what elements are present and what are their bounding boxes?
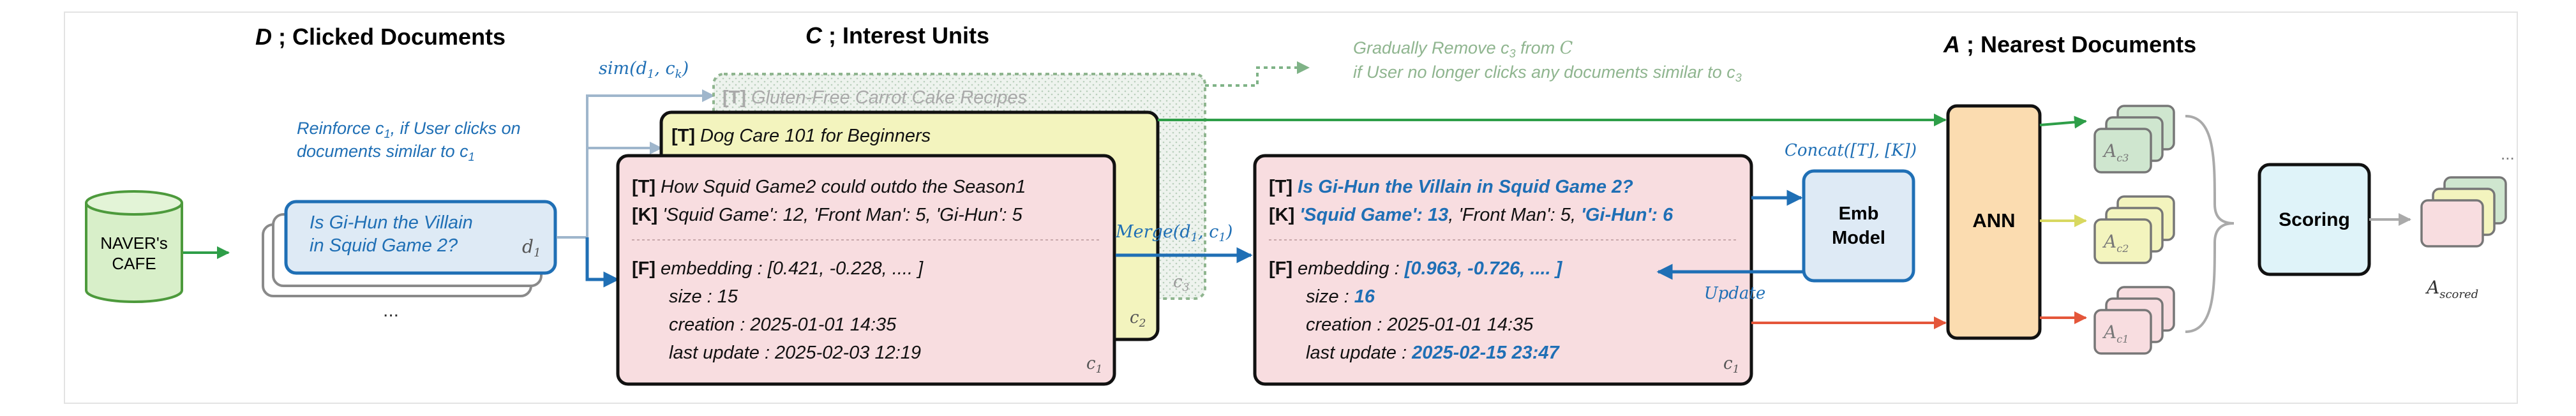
scored-label: Ascored: [2425, 277, 2478, 301]
clicked-document-stack: Is Gi-Hun the Villain in Squid Game 2? d…: [262, 200, 557, 321]
updated-title-row: [T]Is Gi-Hun the Villain in Squid Game 2…: [1269, 177, 1633, 197]
result-stack-c2: Ac2: [2093, 195, 2175, 264]
heading-interest-units: C ; Interest Units: [805, 22, 989, 48]
c1-id: c1: [1086, 354, 1102, 376]
c1-embedding-row: [F]embedding : [0.421, -0.228, .... ]: [632, 258, 924, 279]
updated-embedding-row: [F]embedding : [0.963, -0.726, .... ]: [1269, 258, 1563, 279]
svg-text:ANN: ANN: [1972, 209, 2015, 232]
svg-text:if User no longer clicks any d: if User no longer clicks any documents s…: [1353, 63, 1742, 84]
svg-text:Emb: Emb: [1839, 204, 1879, 224]
updated-id: c1: [1723, 354, 1739, 376]
c1-last-update: last update : 2025-02-03 12:19: [669, 343, 921, 363]
merge-brace: [2185, 115, 2235, 333]
scored-more-ellipsis: ...: [2501, 144, 2515, 163]
reinforce-note: Reinforce c1, if User clicks on document…: [297, 119, 521, 163]
c2-id: c2: [1130, 308, 1146, 330]
updated-keywords-row: [K]'Squid Game': 13, 'Front Man': 5, 'Gi…: [1269, 205, 1674, 225]
svg-text:[T]Dog Care 101 for Beginners: [T]Dog Care 101 for Beginners: [671, 126, 931, 146]
c1-title-row: [T]How Squid Game2 could outdo the Seaso…: [632, 177, 1026, 197]
svg-text:Gradually Remove c3 from C: Gradually Remove c3 from C: [1353, 38, 1573, 60]
c1-size: size : 15: [669, 286, 738, 307]
sim-arrow-to-c3: [557, 89, 715, 239]
sim-arrow-to-c1: [585, 237, 620, 288]
concat-label: Concat([T], [K]): [1785, 141, 1917, 160]
scoring-box: Scoring: [2258, 163, 2371, 276]
update-label: Update: [1704, 284, 1766, 303]
ann-arrow-c3: [2039, 115, 2087, 129]
svg-text:[T]Gluten-Free Carrot Cake Rec: [T]Gluten-Free Carrot Cake Recipes: [723, 87, 1027, 108]
heading-nearest-documents: A ; Nearest Documents: [1943, 31, 2196, 57]
remove-arrow: [1205, 61, 1310, 87]
merge-label: Merge(d1, c1): [1115, 222, 1232, 244]
clicked-doc-title-line1: Is Gi-Hun the Villain: [310, 212, 473, 233]
updated-size: size : 16: [1306, 286, 1375, 307]
clicked-doc-ellipsis: ...: [383, 300, 399, 321]
result-stack-c3: Ac3: [2093, 105, 2175, 174]
result-stack-c1: Ac1: [2093, 286, 2175, 355]
svg-text:Reinforce c1, if User clicks o: Reinforce c1, if User clicks on: [297, 119, 521, 140]
svg-text:Ac1: Ac1: [2102, 322, 2129, 345]
updated-last-update: last update : 2025-02-15 23:47: [1306, 343, 1561, 363]
heading-clicked-documents: D ; Clicked Documents: [255, 24, 505, 50]
ann-box: ANN: [1946, 104, 2042, 340]
c1-creation: creation : 2025-01-01 14:35: [669, 315, 897, 335]
interest-unit-c1: [T]How Squid Game2 could outdo the Seaso…: [616, 154, 1116, 386]
svg-text:documents similar to c1: documents similar to c1: [297, 142, 475, 163]
c3-id: c3: [1173, 272, 1189, 294]
svg-text:Ac2: Ac2: [2102, 231, 2129, 255]
svg-text:Scoring: Scoring: [2279, 209, 2350, 230]
source-label-line2: CAFE: [112, 254, 156, 273]
updated-creation: creation : 2025-01-01 14:35: [1306, 315, 1534, 335]
updated-interest-unit-c1: [T]Is Gi-Hun the Villain in Squid Game 2…: [1253, 154, 1753, 386]
embedding-model-box: Emb Model: [1802, 169, 1915, 283]
svg-text:Model: Model: [1832, 228, 1885, 248]
source-label-line1: NAVER's: [100, 234, 168, 253]
svg-text:Ac3: Ac3: [2102, 140, 2129, 164]
remove-note: Gradually Remove c3 from C if User no lo…: [1353, 38, 1742, 84]
scored-result-stack: ... Ascored: [2420, 144, 2515, 301]
c1-keywords-row: [K]'Squid Game': 12, 'Front Man': 5, 'Gi…: [632, 205, 1023, 225]
figure-frame: [64, 11, 2518, 404]
naver-cafe-database-icon: NAVER's CAFE: [85, 190, 183, 303]
clicked-doc-title-line2: in Squid Game 2?: [310, 235, 458, 256]
similarity-label: sim(d1, ck): [599, 59, 689, 81]
clicked-doc-id: d1: [522, 236, 541, 260]
